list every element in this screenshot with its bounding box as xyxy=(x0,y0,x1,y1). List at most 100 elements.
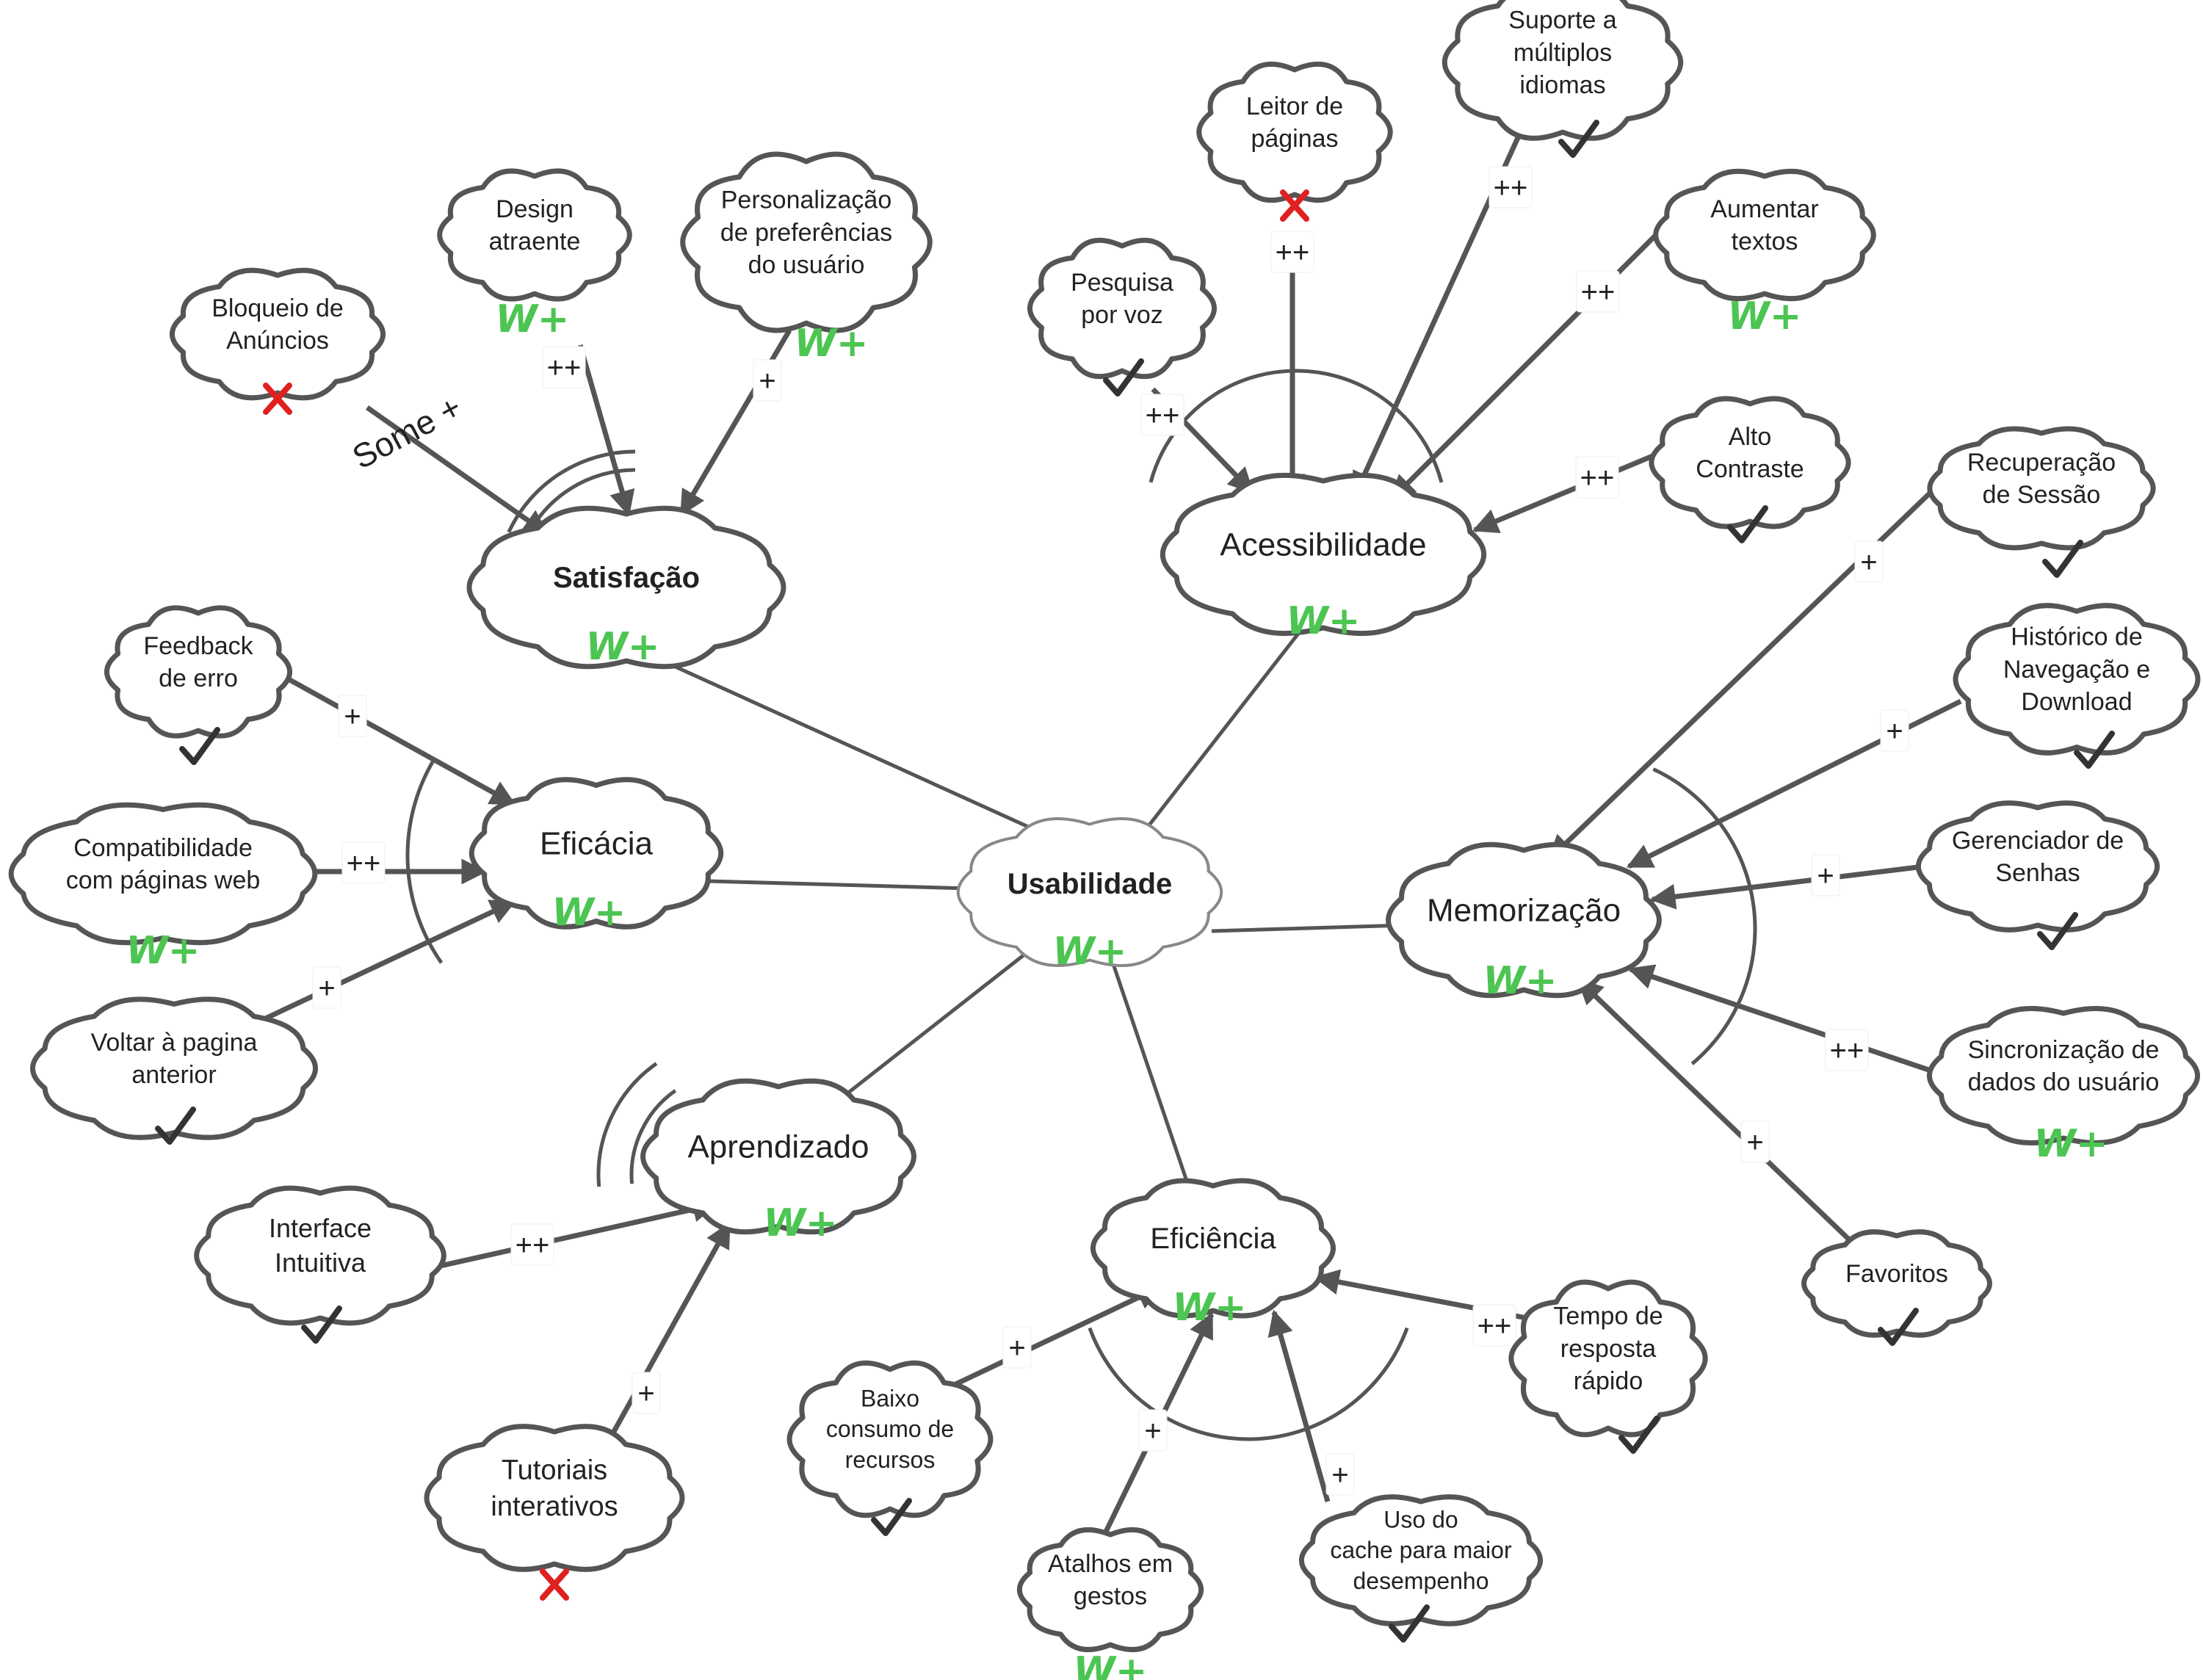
softgoal-acessibilidade-label: Acessibilidade xyxy=(1220,526,1426,562)
contribution-link-favoritos[interactable] xyxy=(1577,978,1853,1243)
leaf-design-label: atraente xyxy=(489,228,581,256)
contribution-label-bg xyxy=(1575,456,1619,499)
softgoal-eficiencia-cloud xyxy=(1090,1178,1336,1319)
softgoal-acessibilidade-cloud xyxy=(1160,472,1487,637)
leaf-tempo-cloud xyxy=(1508,1279,1708,1438)
contribution-label-pesquisa: ++ xyxy=(1146,399,1180,432)
contribution-label-bg xyxy=(1325,1453,1355,1496)
decomposition-edge-memorizacao xyxy=(1211,923,1407,933)
nodes-layer: UsabilidadeW+SatisfaçãoW+AcessibilidadeW… xyxy=(8,0,2201,1680)
contribution-label-idiomas: ++ xyxy=(1494,172,1528,204)
leaf-favoritos[interactable]: Favoritos xyxy=(1801,1229,1992,1346)
contribution-link-baixo[interactable] xyxy=(931,1284,1163,1398)
contribution-link-personalizacao[interactable] xyxy=(679,329,792,517)
leaf-pesquisa[interactable]: Pesquisa por voz xyxy=(1027,237,1217,397)
contribution-link-feedback[interactable] xyxy=(274,669,517,807)
softgoal-aprendizado-w-plus-icon: W+ xyxy=(764,1201,838,1245)
contribution-label-contraste: ++ xyxy=(1580,462,1615,494)
leaf-bloqueio-cross-icon xyxy=(263,383,292,415)
contribution-label-bg xyxy=(632,1372,661,1414)
leaf-voltar-check-icon xyxy=(155,1107,196,1145)
contribution-label-recuperacao: + xyxy=(1860,546,1877,579)
contribution-label-compat: ++ xyxy=(347,847,381,880)
contribution-label-bg xyxy=(312,966,341,1009)
leaf-voltar-label: anterior xyxy=(131,1061,216,1089)
contribution-label-bg xyxy=(542,346,586,388)
leaf-sincronizacao-label: dados do usuário xyxy=(1968,1068,2160,1096)
leaf-leitor-label: Leitor de xyxy=(1246,93,1343,120)
leaf-aumentar-cloud xyxy=(1653,168,1876,302)
contribution-label-cache: + xyxy=(1331,1459,1348,1491)
contribution-label-bg xyxy=(1140,394,1184,436)
leaf-tempo-check-icon xyxy=(1618,1416,1660,1454)
contribution-link-voltar[interactable] xyxy=(259,899,517,1024)
leaf-contraste-cloud xyxy=(1649,396,1851,529)
contribution-link-cache[interactable] xyxy=(1267,1309,1331,1502)
leaf-historico-label: Download xyxy=(2021,688,2132,716)
leaf-pesquisa-label: por voz xyxy=(1081,301,1163,329)
contribution-link-interface[interactable] xyxy=(420,1196,719,1273)
leaf-recuperacao-check-icon xyxy=(2042,540,2083,578)
contribution-label-interface: ++ xyxy=(516,1229,550,1261)
contribution-label-bg xyxy=(753,359,782,402)
contribution-link-design[interactable] xyxy=(577,344,635,517)
leaf-pesquisa-label: Pesquisa xyxy=(1071,269,1173,297)
contribution-label-bg xyxy=(1472,1304,1516,1347)
contribution-link-contraste[interactable] xyxy=(1472,449,1665,534)
leaf-historico-label: Navegação e xyxy=(2003,656,2150,684)
contribution-link-tutoriais[interactable] xyxy=(609,1221,732,1437)
contribution-label-atalhos: + xyxy=(1144,1415,1161,1447)
contribution-label-feedback: + xyxy=(344,700,361,733)
contribution-label-design: ++ xyxy=(547,352,582,384)
softgoal-satisfacao-cloud xyxy=(466,505,786,670)
contribution-link-sincronizacao[interactable] xyxy=(1627,964,1947,1079)
contribution-label-voltar: + xyxy=(318,972,335,1004)
leaf-interface-label: Intuitiva xyxy=(275,1248,366,1278)
leaf-atalhos-cloud xyxy=(1017,1527,1204,1652)
leaf-aumentar-label: textos xyxy=(1732,228,1798,256)
decomposition-edge-aprendizado xyxy=(836,953,1026,1103)
contribution-label-personalizacao: + xyxy=(759,365,775,397)
and-arc-eficiencia xyxy=(1088,1327,1409,1441)
center-cloud xyxy=(956,817,1223,968)
leaf-historico[interactable]: Histórico de Navegação e Download xyxy=(1953,603,2201,769)
leaf-cache-label: cache para maior xyxy=(1330,1537,1512,1563)
and-arc-memorizacao xyxy=(1652,767,1757,1065)
leaf-recuperacao-label: Recuperação xyxy=(1967,449,2116,477)
leaf-feedback-cloud xyxy=(104,605,292,739)
contribution-label-tempo: ++ xyxy=(1477,1310,1512,1342)
leaf-historico-label: Histórico de xyxy=(2011,623,2143,651)
decomposition-edge-acessibilidade xyxy=(1144,623,1307,831)
contribution-link-senhas[interactable] xyxy=(1649,863,1925,910)
decomposition-edge-satisfacao xyxy=(645,651,1044,836)
softgoal-aprendizado-label: Aprendizado xyxy=(687,1129,869,1165)
contribution-link-bloqueio[interactable] xyxy=(365,405,549,536)
leaf-aumentar-w-plus-icon: W+ xyxy=(1728,294,1802,338)
